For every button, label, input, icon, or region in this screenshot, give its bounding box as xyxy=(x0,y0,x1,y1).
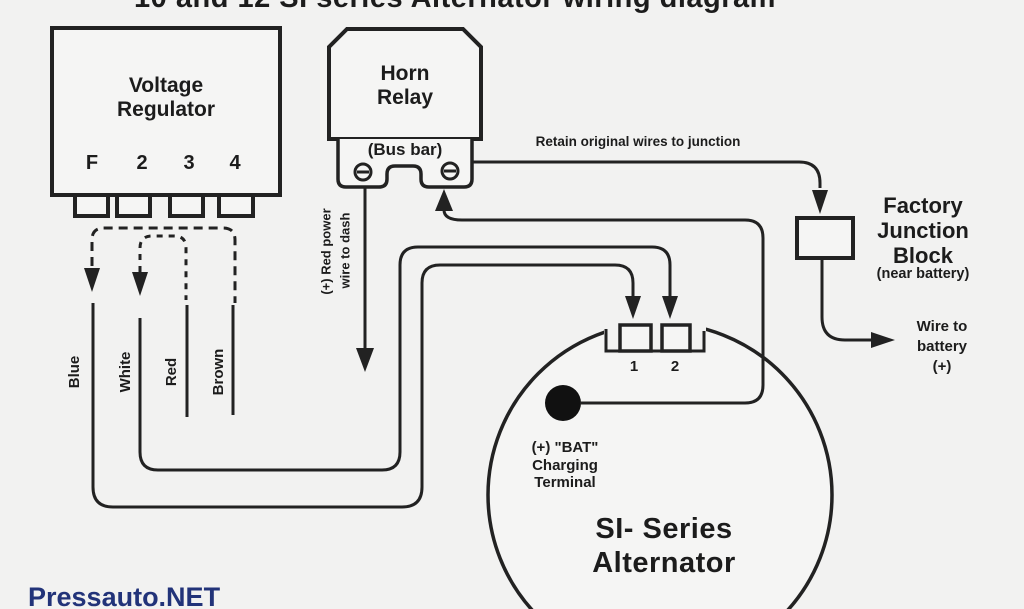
alternator-terminal-1 xyxy=(618,323,653,353)
junction-block-label-line3: Block xyxy=(893,243,953,268)
watermark-text: Pressauto.NET xyxy=(28,582,221,609)
bat-label-line3: Terminal xyxy=(534,474,596,491)
wire-to-battery-label: Wire to battery (+) xyxy=(892,317,992,377)
down-arrow-icon xyxy=(356,348,374,372)
alternator-terminal-2 xyxy=(660,323,692,353)
junction-block-label-line2: Junction xyxy=(877,218,969,243)
horn-relay-label: Horn Relay xyxy=(328,62,482,110)
bat-to-relay-wire xyxy=(442,208,765,405)
alternator-label-line1: SI- Series xyxy=(595,513,733,545)
red-power-wire-label-line2: wire to dash xyxy=(337,212,353,289)
down-arrow-icon xyxy=(132,272,148,296)
regulator-tab-3 xyxy=(168,193,205,218)
regulator-tab-2 xyxy=(115,193,152,218)
regulator-terminal-label-3: 3 xyxy=(183,152,195,174)
alternator-label: SI- Series Alternator xyxy=(540,512,788,580)
alternator-terminal-tray xyxy=(604,329,706,353)
factory-junction-block-label: Factory Junction Block xyxy=(862,193,984,268)
blue-wire-to-terminal-1 xyxy=(91,263,635,509)
regulator-terminal-label-f: F xyxy=(85,152,99,174)
voltage-regulator-label-line2: Regulator xyxy=(116,98,215,121)
wire-to-battery-line1: Wire to xyxy=(916,318,968,335)
retain-wires-label: Retain original wires to junction xyxy=(535,134,741,149)
dashed-harness-path-inner xyxy=(138,234,188,300)
regulator-terminal-label-2: 2 xyxy=(136,152,148,174)
bat-charging-terminal-label: (+) "BAT" Charging Terminal xyxy=(510,439,620,492)
junction-block-label-line1: Factory xyxy=(883,193,963,218)
retain-original-wire xyxy=(472,160,822,188)
bat-charging-terminal-dot xyxy=(545,385,581,421)
wire-label-blue: Blue xyxy=(66,355,83,389)
down-arrow-icon xyxy=(84,268,100,292)
regulator-tab-f xyxy=(73,193,110,218)
down-arrow-icon xyxy=(662,296,678,319)
voltage-regulator-label: Voltage Regulator xyxy=(52,74,280,122)
wire-label-red: Red xyxy=(163,357,180,387)
red-power-wire-label-line1: (+) Red power xyxy=(318,208,334,295)
regulator-terminal-label-4: 4 xyxy=(229,152,241,174)
white-wire-to-terminal-2 xyxy=(138,245,672,472)
alternator-label-line2: Alternator xyxy=(592,547,736,579)
bat-label-line1: (+) "BAT" xyxy=(531,439,599,456)
bat-label-line2: Charging xyxy=(532,456,598,474)
down-arrow-icon xyxy=(812,190,828,214)
bus-bar-label: (Bus bar) xyxy=(367,140,443,159)
wire-to-battery-line3: (+) xyxy=(932,358,952,375)
factory-junction-block-box xyxy=(795,216,855,260)
minus-terminal-icon xyxy=(440,161,460,181)
wire-to-battery-line2: battery xyxy=(916,338,968,355)
wire-label-white: White xyxy=(117,351,134,393)
minus-terminal-icon xyxy=(353,162,373,182)
junction-block-sublabel: (near battery) xyxy=(876,266,970,282)
horn-relay-label-line1: Horn xyxy=(380,62,430,85)
voltage-regulator-label-line1: Voltage xyxy=(128,74,204,97)
diagram-title: 10 and 12 SI series Alternator wiring di… xyxy=(75,0,835,15)
voltage-regulator-box xyxy=(50,26,282,197)
alternator-terminal-number-2: 2 xyxy=(670,358,680,375)
alternator-terminal-number-1: 1 xyxy=(629,358,639,375)
horn-relay-box xyxy=(327,27,483,141)
down-arrow-icon xyxy=(625,296,641,319)
right-arrow-icon xyxy=(871,332,895,348)
regulator-tab-4 xyxy=(217,193,255,218)
wire-label-brown: Brown xyxy=(210,348,227,396)
dashed-harness-path-outer xyxy=(90,226,237,303)
junction-to-battery-wire xyxy=(820,258,871,342)
horn-relay-label-line2: Relay xyxy=(376,86,434,109)
up-arrow-icon xyxy=(435,189,453,211)
